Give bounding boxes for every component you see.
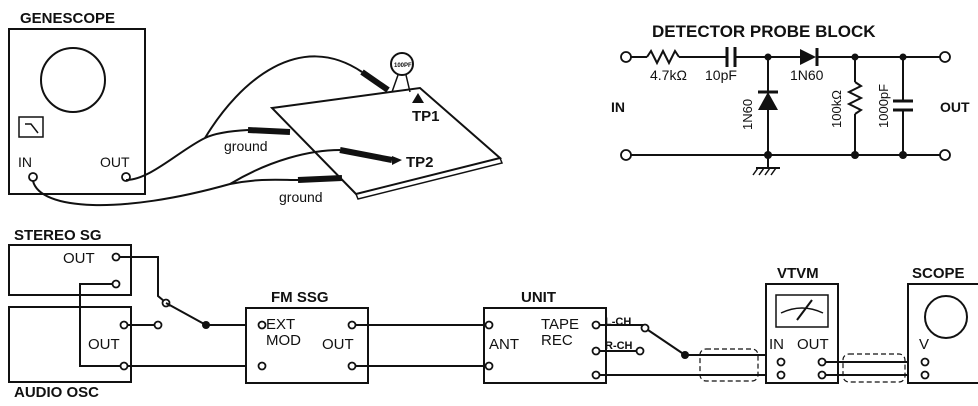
shielded-cable-2 xyxy=(842,353,906,383)
probe-in-label: IN xyxy=(611,99,625,115)
tp1-label: TP1 xyxy=(412,108,440,125)
diode-1n60-series-icon xyxy=(800,49,816,65)
ground-clip-1 xyxy=(247,127,291,135)
ground-label-1: ground xyxy=(224,138,268,154)
vtvm-title: VTVM xyxy=(777,265,819,282)
genescope-out-label: OUT xyxy=(100,154,130,170)
diode-1n60-shunt-icon xyxy=(758,92,778,110)
r1-label: 4.7kΩ xyxy=(650,67,687,83)
probe-in-terminal-bottom xyxy=(620,149,632,161)
unit-lch-label: L-CH xyxy=(605,316,631,328)
r2-label: 100kΩ xyxy=(829,90,844,128)
tp2-marker-icon xyxy=(392,156,402,165)
capacitor-leads xyxy=(391,74,411,93)
fm-ssg-mod-label: MOD xyxy=(266,332,301,349)
stereo-sg-block xyxy=(8,244,132,296)
genescope-in-jack xyxy=(28,172,38,182)
fm-ssg-out-label: OUT xyxy=(322,336,354,353)
d1-label: 1N60 xyxy=(790,67,824,83)
stereo-sg-title: STEREO SG xyxy=(14,227,102,244)
selector-switch-2-icon xyxy=(647,329,686,356)
tp2-cable xyxy=(229,149,341,185)
resistor-100k-icon xyxy=(846,81,864,115)
genescope-crt xyxy=(40,47,106,113)
probe-out-terminal-top xyxy=(939,51,951,63)
genescope-title: GENESCOPE xyxy=(20,10,115,27)
resistor-4k7-icon xyxy=(646,48,680,66)
genescope-section: GENESCOPE IN OUT 100PF ground ground xyxy=(8,10,504,207)
fm-ssg-ext-label: EXT xyxy=(266,316,295,333)
unit-title: UNIT xyxy=(521,289,556,306)
unit-tape-label: TAPE xyxy=(541,316,579,333)
capacitor-1000pf-icon xyxy=(893,99,913,112)
genescope-out-cable xyxy=(125,129,249,181)
fm-ssg-title: FM SSG xyxy=(271,289,329,306)
vtvm-out-label: OUT xyxy=(797,336,829,353)
scope-title: SCOPE xyxy=(912,265,965,282)
probe-clip-tp2 xyxy=(339,147,393,163)
d2-label: 1N60 xyxy=(740,99,755,130)
probe-out-terminal-bottom xyxy=(939,149,951,161)
c1-label: 10pF xyxy=(705,67,737,83)
audio-osc-title: AUDIO OSC xyxy=(14,384,99,401)
vtvm-meter-icon xyxy=(775,294,829,328)
stereo-sg-out-label: OUT xyxy=(63,250,95,267)
tp1-marker-icon xyxy=(412,93,424,103)
probe-title: DETECTOR PROBE BLOCK xyxy=(652,22,876,41)
capacitor-marking: 100PF xyxy=(394,63,412,69)
shielded-cable-1 xyxy=(699,348,759,382)
probe-in-terminal-top xyxy=(620,51,632,63)
capacitor-100pf-icon xyxy=(390,52,414,76)
scope-v-label: V xyxy=(919,336,929,353)
audio-osc-block xyxy=(8,306,132,383)
unit-ant-label: ANT xyxy=(489,336,519,353)
scope-crt xyxy=(924,295,968,339)
unit-block xyxy=(483,307,607,384)
detector-probe-section: DETECTOR PROBE BLOCK IN OUT xyxy=(611,22,970,176)
fm-ssg-block xyxy=(245,307,369,384)
unit-rch-label: R-CH xyxy=(605,340,633,352)
vtvm-block xyxy=(765,283,839,384)
ground-label-2: ground xyxy=(279,189,323,205)
probe-clip-tp1 xyxy=(360,69,390,93)
genescope-meter-needle xyxy=(25,123,39,134)
ground-symbol-icon xyxy=(756,155,780,169)
genescope-in-label: IN xyxy=(18,154,32,170)
audio-osc-out-label: OUT xyxy=(88,336,120,353)
c2-label: 1000pF xyxy=(876,84,891,128)
genescope-meter xyxy=(18,116,44,138)
stereo-sg-ground-wire xyxy=(79,283,120,367)
genescope-in-cable xyxy=(32,178,299,207)
vtvm-in-label: IN xyxy=(769,336,784,353)
bottom-block-diagram: STEREO SG OUT AUDIO OSC OUT FM SSG EXT M… xyxy=(8,227,978,401)
ground-clip-2 xyxy=(297,175,343,183)
pcb-board-edge xyxy=(355,157,504,200)
tp1-cable xyxy=(204,55,363,139)
unit-rec-label: REC xyxy=(541,332,573,349)
capacitor-10pf-icon xyxy=(725,47,737,67)
tp2-label: TP2 xyxy=(406,154,434,171)
probe-out-label: OUT xyxy=(940,99,970,115)
selector-switch-1-icon xyxy=(165,302,207,326)
